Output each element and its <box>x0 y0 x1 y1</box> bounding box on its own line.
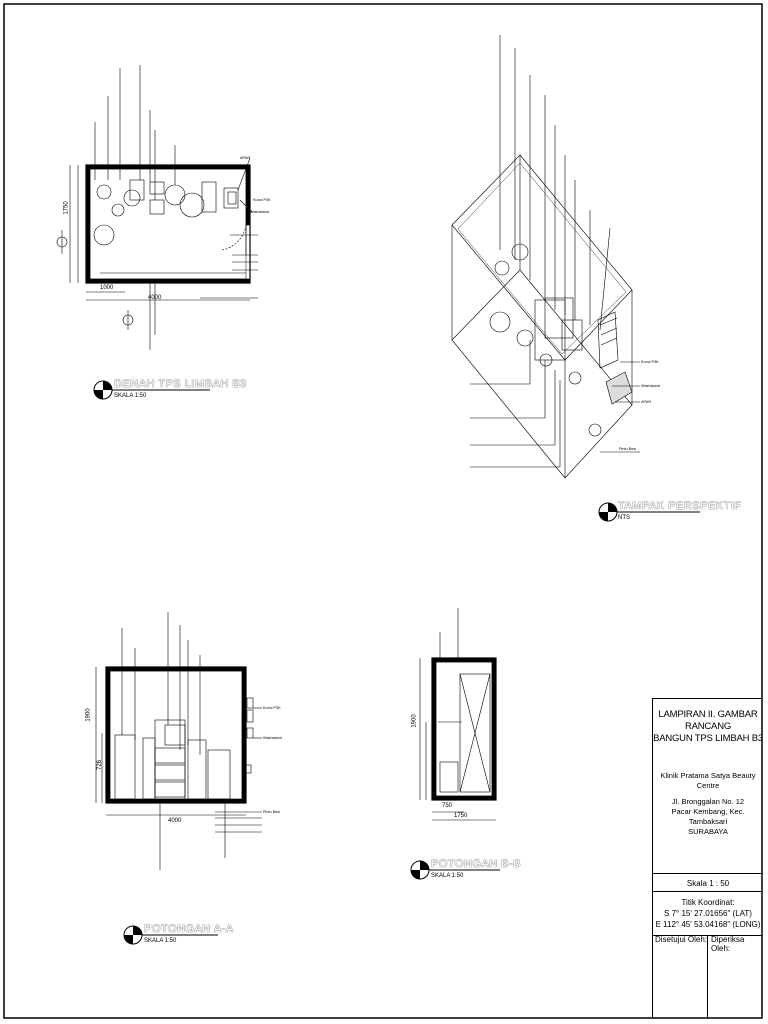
title-block-divider-2 <box>653 891 763 892</box>
plan-dim-width: 4000 <box>148 295 162 301</box>
plan-label-apar: APAR <box>240 156 251 160</box>
plan-label-kunci: Kunci P3K <box>253 198 271 202</box>
sec-a-dim-width: 4000 <box>168 818 182 824</box>
address-line-2: Pacar Kembang, Kec. Tambaksari <box>671 807 745 826</box>
sec-b-dim-sub: 750 <box>442 803 453 809</box>
sec-b-dim-width: 1750 <box>454 813 468 819</box>
section-b-title-marker <box>410 860 500 880</box>
perspective-title: TAMPAK PERSPEKTIF <box>618 500 742 512</box>
perspective-title-marker <box>598 502 700 522</box>
persp-label-kunci: Kunci P3K <box>641 360 659 364</box>
coord-long: E 112° 45' 53.04168" (LONG) <box>655 920 761 929</box>
coord-title: Titik Koordinat: <box>681 898 735 907</box>
address-line-3: SURABAYA <box>688 827 728 836</box>
sec-b-dim-height: 1900 <box>411 714 418 728</box>
perspective-scale: NTS <box>618 515 630 521</box>
section-b-title: POTONGAN B-B <box>431 858 522 870</box>
plan-title-marker <box>93 380 210 400</box>
sec-a-label-pintu: Pintu Besi <box>263 810 281 814</box>
client-address: Jl. Bronggalan No. 12 Pacar Kembang, Kec… <box>653 797 763 837</box>
address-line-1: Jl. Bronggalan No. 12 <box>671 797 745 806</box>
sec-a-dim-sub: 726 <box>97 759 104 771</box>
title-line-2: BANGUN TPS LIMBAH B3 <box>653 733 763 744</box>
sec-a-label-kunci: Kunci P3K <box>263 706 281 710</box>
sheet-border <box>3 3 763 1019</box>
persp-label-wastafel: Washstand <box>641 384 660 388</box>
coord-lat: S 7° 15' 27.01656" (LAT) <box>664 909 752 918</box>
section-b-view <box>419 608 497 821</box>
perspective-view <box>451 35 640 479</box>
section-a-title-marker <box>123 925 218 945</box>
title-block-divider-1 <box>653 873 763 874</box>
title-block: LAMPIRAN II. GAMBAR RANCANG BANGUN TPS L… <box>652 698 763 1019</box>
signature-divider <box>707 935 708 1019</box>
title-block-scale: Skala 1 : 50 <box>686 879 730 888</box>
plan-dim-sub: 1000 <box>100 285 114 291</box>
section-a-view <box>95 612 262 870</box>
persp-label-apar: APAR <box>641 400 652 404</box>
section-a-scale: SKALA 1:50 <box>144 938 177 944</box>
plan-view <box>56 65 258 350</box>
plan-label-wastafel: Washstand <box>250 210 269 214</box>
plan-title: DENAH TPS LIMBAH B3 <box>114 378 247 390</box>
title-block-title: LAMPIRAN II. GAMBAR RANCANG BANGUN TPS L… <box>653 709 763 745</box>
sec-a-dim-height: 1900 <box>85 708 92 722</box>
section-a-title: POTONGAN A-A <box>144 923 234 935</box>
title-line-1: LAMPIRAN II. GAMBAR RANCANG <box>658 709 758 732</box>
checked-by: Diperiksa Oleh: <box>711 935 745 953</box>
client-name: Klinik Pratama Satya Beauty Centre <box>660 771 756 790</box>
persp-label-pintu: Pintu Besi <box>619 447 637 451</box>
plan-scale: SKALA 1:50 <box>114 393 147 399</box>
approved-by: Disetujui Oleh: <box>655 935 708 944</box>
section-b-scale: SKALA 1:50 <box>431 873 464 879</box>
title-block-divider-3 <box>653 935 763 936</box>
coordinates: Titik Koordinat: S 7° 15' 27.01656" (LAT… <box>653 897 763 930</box>
sec-a-label-wastafel: Washstand <box>263 736 282 740</box>
plan-dim-height: 1750 <box>63 201 70 215</box>
